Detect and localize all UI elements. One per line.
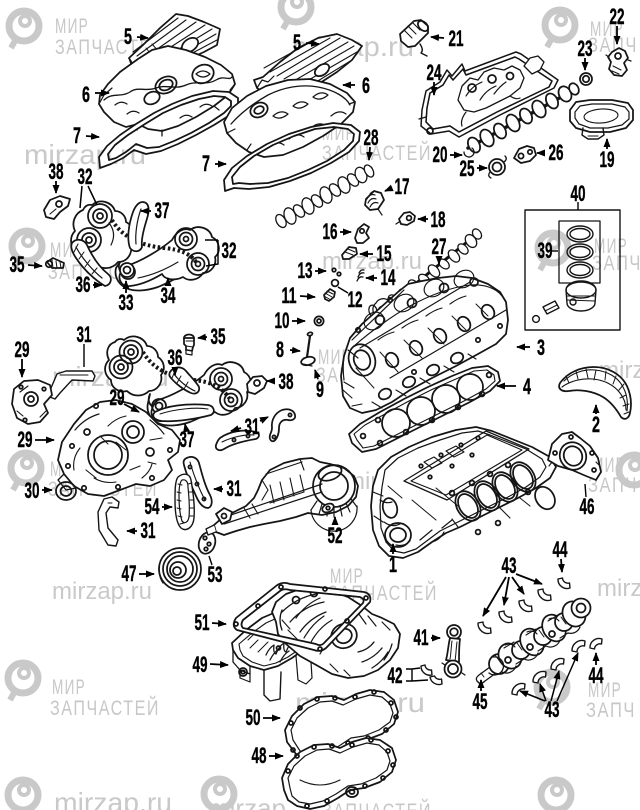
svg-text:11: 11 [282,283,297,308]
svg-text:32: 32 [222,238,237,263]
svg-text:14: 14 [381,265,396,290]
svg-text:27: 27 [432,234,447,259]
svg-text:50: 50 [246,705,261,730]
svg-text:31: 31 [227,476,242,501]
svg-text:МИР: МИР [594,235,628,258]
svg-text:mirzap.ru: mirzap.ru [322,248,422,275]
svg-text:mirzap.ru: mirzap.ru [52,578,152,605]
svg-text:38: 38 [279,369,294,394]
svg-text:44: 44 [589,663,604,688]
svg-text:43: 43 [545,697,560,722]
svg-text:МИР: МИР [318,346,352,369]
svg-text:31: 31 [245,414,260,439]
svg-text:5: 5 [124,24,132,49]
svg-text:23: 23 [578,36,593,61]
svg-text:26: 26 [549,140,564,165]
svg-text:31: 31 [141,518,156,543]
svg-text:48: 48 [252,743,267,768]
svg-text:30: 30 [25,478,40,503]
svg-text:ЗАПЧ: ЗАПЧ [586,699,636,722]
svg-text:5: 5 [293,30,301,55]
svg-text:ЗАПЧАСТЕЙ: ЗАПЧАСТЕЙ [322,799,432,810]
svg-text:mirzap: mirzap [208,793,286,810]
svg-text:33: 33 [119,290,134,315]
svg-text:МИР: МИР [330,565,364,588]
svg-text:9: 9 [316,377,324,402]
svg-text:49: 49 [193,652,208,677]
svg-text:46: 46 [580,494,595,519]
svg-text:mirz: mirz [597,575,640,602]
svg-text:47: 47 [122,561,137,586]
svg-text:31: 31 [77,322,92,347]
svg-text:32: 32 [78,164,93,189]
svg-text:37: 37 [180,427,195,452]
svg-text:13: 13 [298,258,313,283]
svg-text:40: 40 [571,181,586,206]
svg-text:15: 15 [377,241,392,266]
svg-text:52: 52 [328,523,343,548]
svg-text:36: 36 [76,272,91,297]
svg-text:38: 38 [49,159,64,184]
svg-text:1: 1 [389,552,397,577]
svg-text:53: 53 [208,562,223,587]
svg-text:42: 42 [388,663,403,688]
svg-text:18: 18 [431,207,446,232]
svg-text:МИР: МИР [55,15,89,38]
svg-text:24: 24 [427,60,442,85]
svg-text:41: 41 [414,625,429,650]
svg-text:МИР: МИР [588,679,622,702]
svg-text:ЗАПЧАСТЕЙ: ЗАПЧАСТЕЙ [50,696,160,720]
svg-text:12: 12 [348,287,363,312]
svg-text:54: 54 [145,494,160,519]
svg-text:ЗАПЧ: ЗАПЧ [592,252,640,275]
svg-text:37: 37 [155,198,170,223]
svg-text:51: 51 [195,610,210,635]
svg-text:МИР: МИР [52,676,86,699]
svg-text:20: 20 [433,142,448,167]
svg-text:7: 7 [202,151,210,176]
svg-text:6: 6 [82,82,90,107]
svg-text:28: 28 [364,125,379,150]
svg-text:10: 10 [275,308,290,333]
svg-text:19: 19 [600,147,615,172]
svg-text:3: 3 [537,335,545,360]
svg-text:35: 35 [211,324,226,349]
svg-text:39: 39 [538,238,553,263]
svg-text:35: 35 [10,252,25,277]
svg-text:29: 29 [18,427,33,452]
svg-text:22: 22 [610,4,625,29]
svg-text:29: 29 [110,385,125,410]
svg-text:4: 4 [523,374,531,399]
svg-text:43: 43 [502,553,517,578]
svg-text:2: 2 [592,412,600,437]
svg-text:21: 21 [449,26,464,51]
svg-text:44: 44 [553,537,568,562]
svg-text:25: 25 [460,156,475,181]
svg-text:16: 16 [323,219,338,244]
svg-text:МИР: МИР [590,18,624,41]
svg-text:6: 6 [362,73,370,98]
svg-text:17: 17 [395,174,410,199]
svg-text:mirzap.ru: mirzap.ru [54,787,172,810]
svg-text:36: 36 [168,345,183,370]
svg-text:ЗАПЧ: ЗАПЧ [588,474,638,497]
svg-text:29: 29 [15,337,30,362]
svg-text:7: 7 [73,123,81,148]
svg-text:34: 34 [161,283,176,308]
svg-text:45: 45 [473,689,488,714]
svg-text:8: 8 [276,337,284,362]
